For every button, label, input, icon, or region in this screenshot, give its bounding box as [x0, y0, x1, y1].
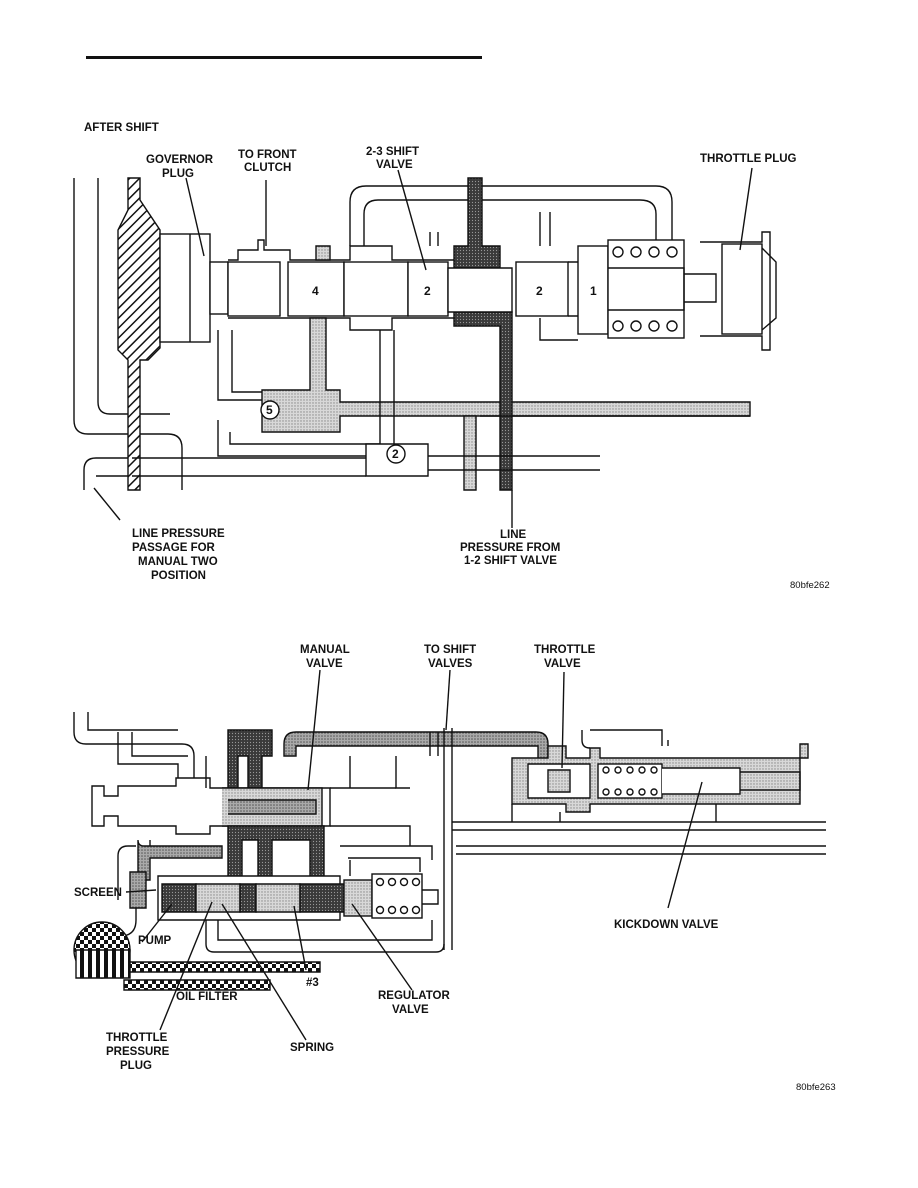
label-number3: #3 — [306, 977, 319, 989]
label-kickdown: KICKDOWN VALVE — [614, 919, 719, 931]
figure1: 4 5 2 2 1 — [73, 167, 777, 528]
label-screen: SCREEN — [74, 887, 122, 899]
circle-number-2: 2 — [392, 447, 399, 461]
label-line-from-2: PRESSURE FROM — [460, 542, 560, 554]
label-throttle-valve-2: VALVE — [544, 658, 581, 670]
leader-governor — [185, 177, 205, 257]
land-number-1: 1 — [590, 284, 597, 298]
label-to-shift-2: VALVES — [428, 658, 473, 670]
throttle-plug — [721, 243, 763, 335]
figure1-labels: AFTER SHIFT GOVERNOR PLUG TO FRONT CLUTC… — [84, 122, 830, 591]
screen — [129, 871, 147, 909]
label-manual-1: MANUAL — [300, 644, 350, 656]
label-line-from-3: 1-2 SHIFT VALVE — [464, 555, 557, 567]
land-number-2: 2 — [536, 284, 543, 298]
kickdown-valve-spool — [662, 767, 741, 795]
figure1-ref: 80bfe262 — [790, 580, 830, 591]
land-number-3: 2 — [424, 284, 431, 298]
label-front-clutch-line2: CLUTCH — [244, 162, 291, 174]
dark-passage-lower — [453, 311, 513, 491]
to-shift-valves-passage — [443, 728, 453, 950]
label-throttle-plug: THROTTLE PLUG — [700, 153, 797, 165]
figure2-ref: 80bfe263 — [796, 1082, 836, 1093]
label-line-from-1: LINE — [500, 529, 527, 541]
bore-upper — [228, 239, 470, 261]
circle-2 — [386, 444, 406, 464]
label-throttle-pressure-1: THROTTLE — [106, 1032, 168, 1044]
label-regulator-1: REGULATOR — [378, 990, 450, 1002]
bore-lower — [228, 317, 470, 331]
line-pressure-passage — [83, 457, 132, 490]
oil-filter — [123, 979, 271, 991]
governor-body — [117, 177, 161, 491]
dark-passage-upper — [453, 177, 501, 269]
figure1-heading: AFTER SHIFT — [84, 122, 159, 134]
label-manual-2: VALVE — [306, 658, 343, 670]
circle-5 — [260, 400, 280, 420]
figure2 — [73, 669, 826, 1041]
land-number-4: 4 — [312, 284, 319, 298]
label-line-pressure-3: MANUAL TWO — [138, 556, 218, 568]
label-23-shift-line1: 2-3 SHIFT — [366, 146, 419, 158]
label-spring: SPRING — [290, 1042, 334, 1054]
passage-inner-left — [97, 178, 170, 415]
circle-number-5: 5 — [266, 403, 273, 417]
label-throttle-valve-1: THROTTLE — [534, 644, 596, 656]
label-line-pressure-4: POSITION — [151, 570, 206, 582]
label-line-pressure-1: LINE PRESSURE — [132, 528, 225, 540]
label-governor-line1: GOVERNOR — [146, 154, 214, 166]
label-oil-filter: OIL FILTER — [176, 991, 238, 1003]
label-throttle-pressure-2: PRESSURE — [106, 1046, 170, 1058]
label-to-shift-1: TO SHIFT — [424, 644, 476, 656]
header-rule — [86, 56, 482, 59]
label-throttle-pressure-3: PLUG — [120, 1060, 152, 1072]
label-pump: PUMP — [138, 935, 172, 947]
label-governor-line2: PLUG — [162, 168, 194, 180]
figure2-labels: MANUAL VALVE TO SHIFT VALVES THROTTLE VA… — [74, 644, 836, 1093]
label-regulator-2: VALVE — [392, 1004, 429, 1016]
label-23-shift-line2: VALVE — [376, 159, 413, 171]
governor-plug — [159, 233, 211, 343]
manual-valve-dark-passage — [227, 729, 273, 789]
spool-left — [227, 261, 281, 317]
label-line-pressure-2: PASSAGE FOR — [132, 542, 216, 554]
label-front-clutch-line1: TO FRONT — [238, 149, 297, 161]
